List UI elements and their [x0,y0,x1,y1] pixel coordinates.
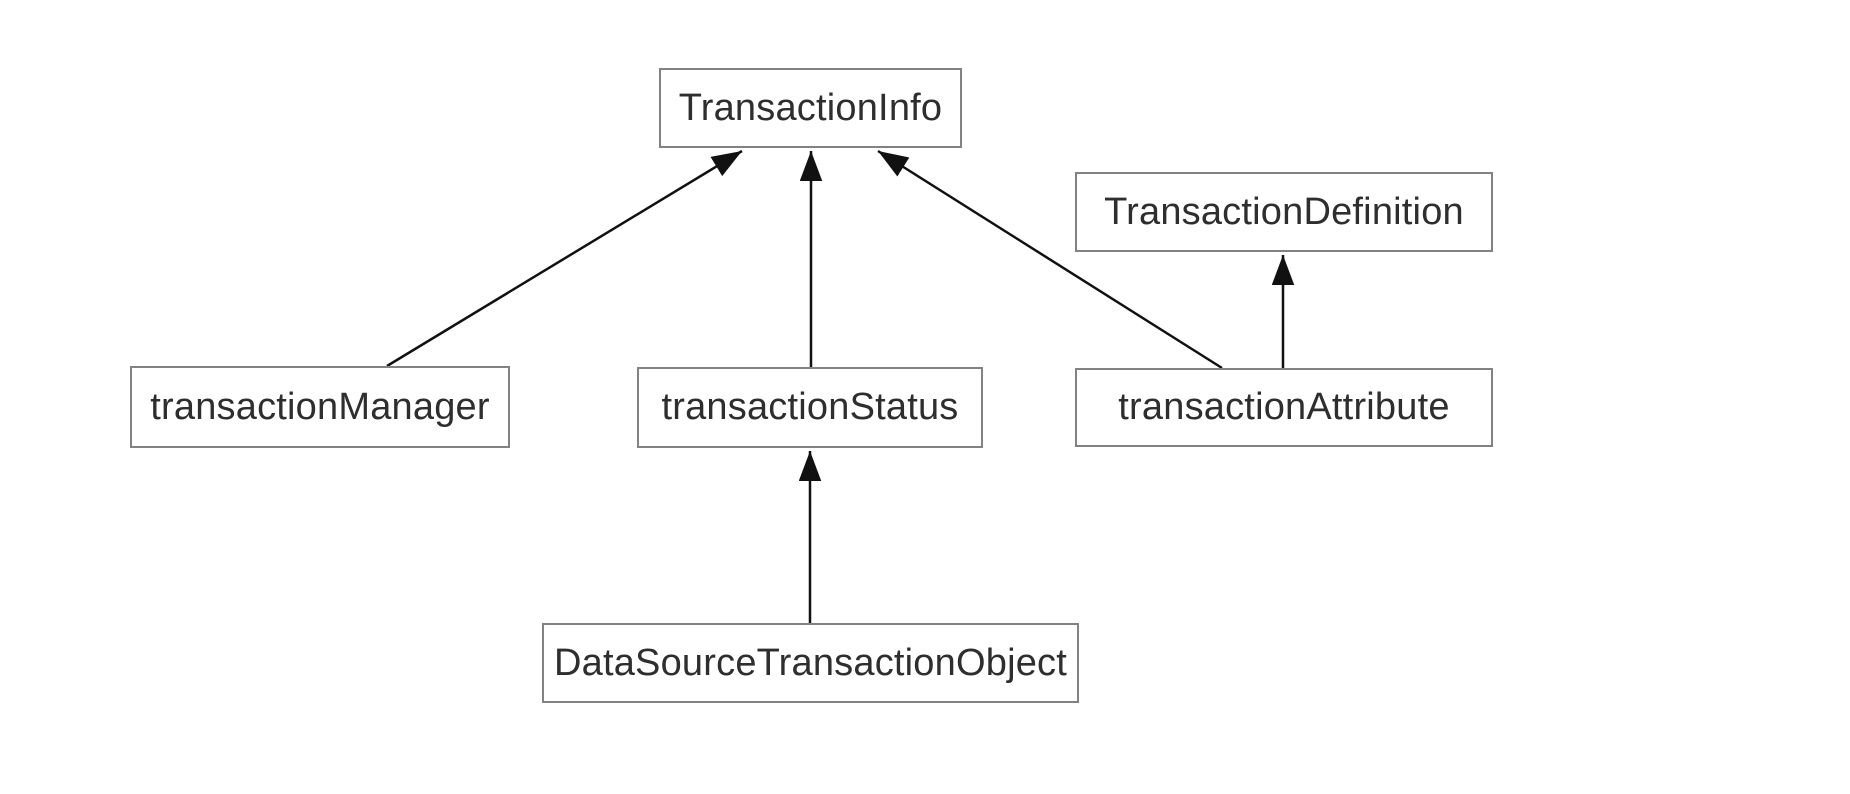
node-label: transactionManager [150,385,490,428]
node-transaction-definition: TransactionDefinition [1075,172,1493,252]
node-transaction-manager: transactionManager [130,366,510,448]
node-label: TransactionDefinition [1104,190,1464,233]
node-label: DataSourceTransactionObject [553,641,1068,684]
node-label: transactionAttribute [1118,386,1450,428]
node-label: transactionStatus [661,386,959,428]
node-transaction-info: TransactionInfo [659,68,962,148]
node-label: TransactionInfo [678,86,943,129]
node-transaction-status: transactionStatus [637,367,983,448]
node-transaction-attribute: transactionAttribute [1075,368,1493,447]
node-data-source-transaction-object: DataSourceTransactionObject [542,623,1079,703]
